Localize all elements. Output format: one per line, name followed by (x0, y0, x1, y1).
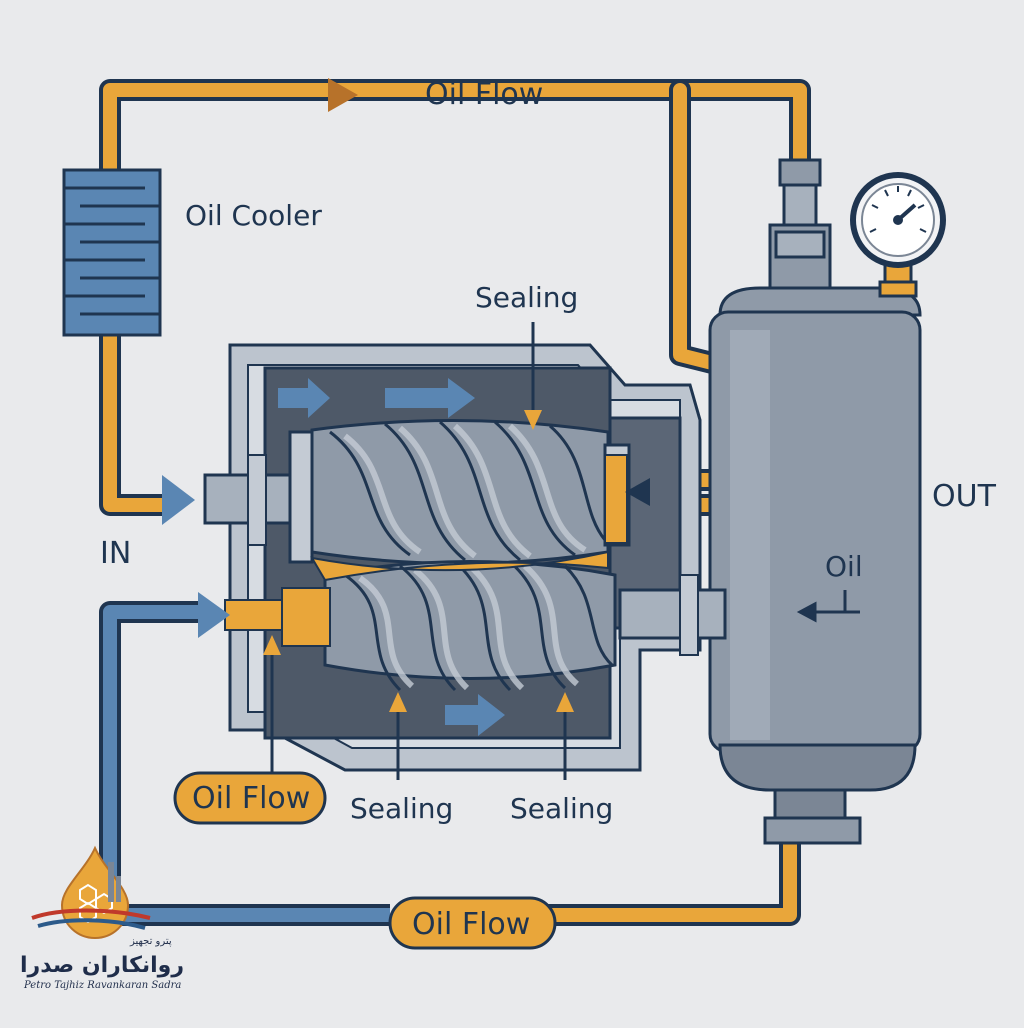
logo-persian-main: روانکاران صدرا (20, 953, 184, 978)
label-sealing-bottom-left: Sealing (350, 792, 453, 825)
company-logo: پترو تجهیز روانکاران صدرا Petro Tajhiz R… (20, 845, 184, 991)
label-sealing-bottom-right: Sealing (510, 792, 613, 825)
label-oil-cooler: Oil Cooler (185, 199, 322, 232)
oil-return-arrow (625, 478, 650, 506)
sealing-band-center (310, 550, 609, 582)
label-in: IN (100, 536, 131, 571)
top-rotor (203, 419, 631, 565)
label-oil-flow-bottom: Oil Flow (412, 907, 530, 942)
oil-separator-tank (708, 158, 922, 845)
oil-inlet-lower (224, 587, 331, 647)
sealing-pointers (263, 322, 574, 780)
oil-pipe-cooler-in (99, 335, 165, 516)
label-oil-flow-top: Oil Flow (425, 77, 543, 112)
pressure-gauge-icon (850, 172, 946, 298)
oil-flow-pill-left: Oil Flow (173, 771, 327, 825)
top-flow-arrow (328, 78, 358, 112)
bottom-rotor (323, 560, 727, 692)
oil-cooler-icon (62, 168, 162, 337)
logo-english: Petro Tajhiz Ravankaran Sadra (23, 980, 181, 991)
internal-flow-arrows (278, 378, 505, 736)
oil-pointer (796, 590, 860, 623)
logo-persian-small: پترو تجهیز (129, 936, 172, 947)
oil-flow-pill-bottom: Oil Flow (388, 896, 557, 950)
seal-block-upper (604, 454, 628, 544)
oil-pipe-bottom-blue (99, 601, 390, 926)
label-sealing-top: Sealing (475, 281, 578, 314)
label-oil-flow-left: Oil Flow (192, 781, 310, 816)
label-oil: Oil (825, 550, 863, 583)
in-arrow-lower (198, 592, 230, 638)
in-arrow-upper (162, 475, 195, 525)
label-out: OUT (932, 479, 997, 514)
